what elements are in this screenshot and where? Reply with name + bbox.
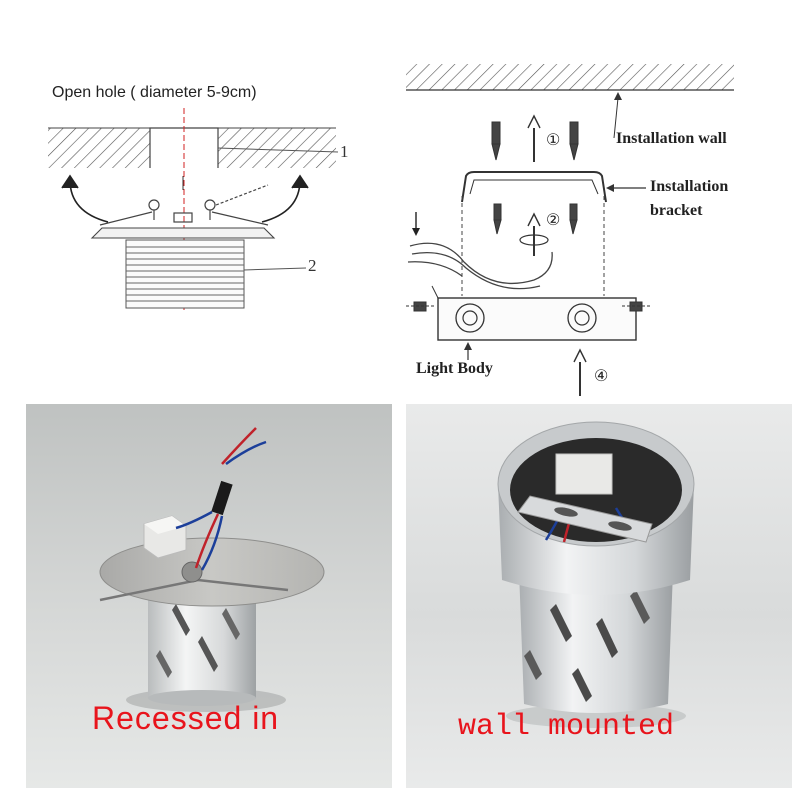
driver-box bbox=[555, 453, 613, 495]
side-screws bbox=[406, 301, 650, 312]
step-2-marker: ② bbox=[546, 212, 561, 229]
light-body-ribbed bbox=[125, 239, 245, 309]
wire-bundle bbox=[407, 242, 553, 290]
hole-diameter-title: Open hole ( diameter 5-9cm) bbox=[52, 84, 257, 101]
wall-mount-drawing bbox=[406, 64, 734, 396]
light-body-label: Light Body bbox=[416, 360, 493, 377]
top-screws bbox=[491, 121, 579, 161]
wall-leader bbox=[613, 97, 619, 139]
installation-bracket bbox=[461, 171, 607, 203]
installation-label: Installation bbox=[650, 178, 729, 195]
middle-screws bbox=[493, 203, 578, 235]
step-1-marker: ① bbox=[546, 132, 561, 149]
rotate-indicator bbox=[519, 234, 549, 246]
callout-number-2: 2 bbox=[308, 256, 317, 275]
installation-wall-label: Installation wall bbox=[616, 130, 727, 147]
driver-box bbox=[143, 515, 187, 559]
wall-mounted-caption: wall mounted bbox=[458, 710, 675, 744]
ceiling-hatch bbox=[48, 127, 336, 168]
recessed-photo: Recessed in bbox=[26, 404, 392, 788]
alignment-guides bbox=[461, 196, 605, 296]
spring-clips bbox=[99, 184, 269, 226]
step-4-marker: ④ bbox=[594, 368, 609, 385]
clip-hub bbox=[181, 561, 203, 583]
aluminium-cylinder bbox=[148, 590, 256, 706]
wall-mount-diagram: Installation wall Installation bracket L… bbox=[404, 0, 802, 400]
callout-number-1: 1 bbox=[340, 142, 349, 161]
wall-hatch bbox=[406, 64, 734, 90]
light-body bbox=[431, 285, 637, 341]
leader-line-2 bbox=[243, 267, 307, 271]
mounting-bracket bbox=[517, 495, 653, 543]
wall-mounted-light-illustration bbox=[497, 421, 695, 728]
leader-line-1 bbox=[217, 147, 339, 153]
wall-mounted-photo: wall mounted bbox=[406, 404, 792, 788]
wire-connector bbox=[211, 480, 233, 516]
bracket-label: bracket bbox=[650, 202, 703, 219]
recessed-diagram-drawing bbox=[48, 108, 339, 310]
recessed-install-diagram: Open hole ( diameter 5-9cm) 1 2 bbox=[0, 0, 398, 400]
recessed-light-illustration bbox=[99, 427, 325, 712]
flange-plate bbox=[90, 227, 276, 239]
wires bbox=[175, 427, 267, 571]
recessed-caption: Recessed in bbox=[92, 700, 280, 736]
rotation-arrows bbox=[61, 174, 309, 223]
